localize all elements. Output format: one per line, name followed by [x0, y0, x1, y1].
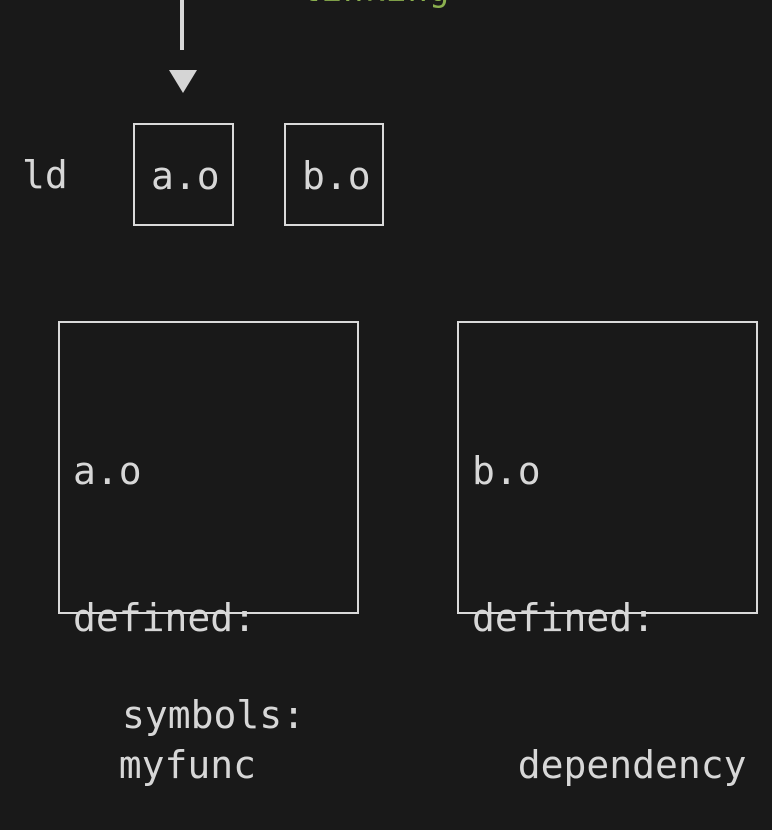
symbol-table-a: a.o defined: myfunc undefined: dependenc…: [58, 321, 359, 787]
down-arrow-shaft: [180, 0, 184, 50]
object-file-chip-a[interactable]: a.o: [133, 123, 234, 226]
symtab-b-line-2: dependency: [472, 743, 747, 787]
symtab-a-line-0: a.o: [73, 449, 142, 493]
symtab-b-line-0: b.o: [472, 449, 541, 493]
symbol-table-b: b.o defined: dependency: [457, 321, 758, 787]
linking-caption: linking: [300, 0, 450, 10]
symtab-b-line-1: defined:: [472, 596, 656, 640]
object-file-chip-b-label: b.o: [302, 154, 371, 198]
object-file-chip-a-label: a.o: [151, 154, 220, 198]
linker-tool-label: ld: [22, 153, 68, 197]
down-arrow-icon: [169, 70, 197, 93]
symbols-caption: symbols:: [122, 693, 306, 737]
symtab-a-line-1: defined:: [73, 596, 257, 640]
symtab-a-line-2: myfunc: [73, 743, 257, 787]
object-file-chip-b[interactable]: b.o: [284, 123, 384, 226]
